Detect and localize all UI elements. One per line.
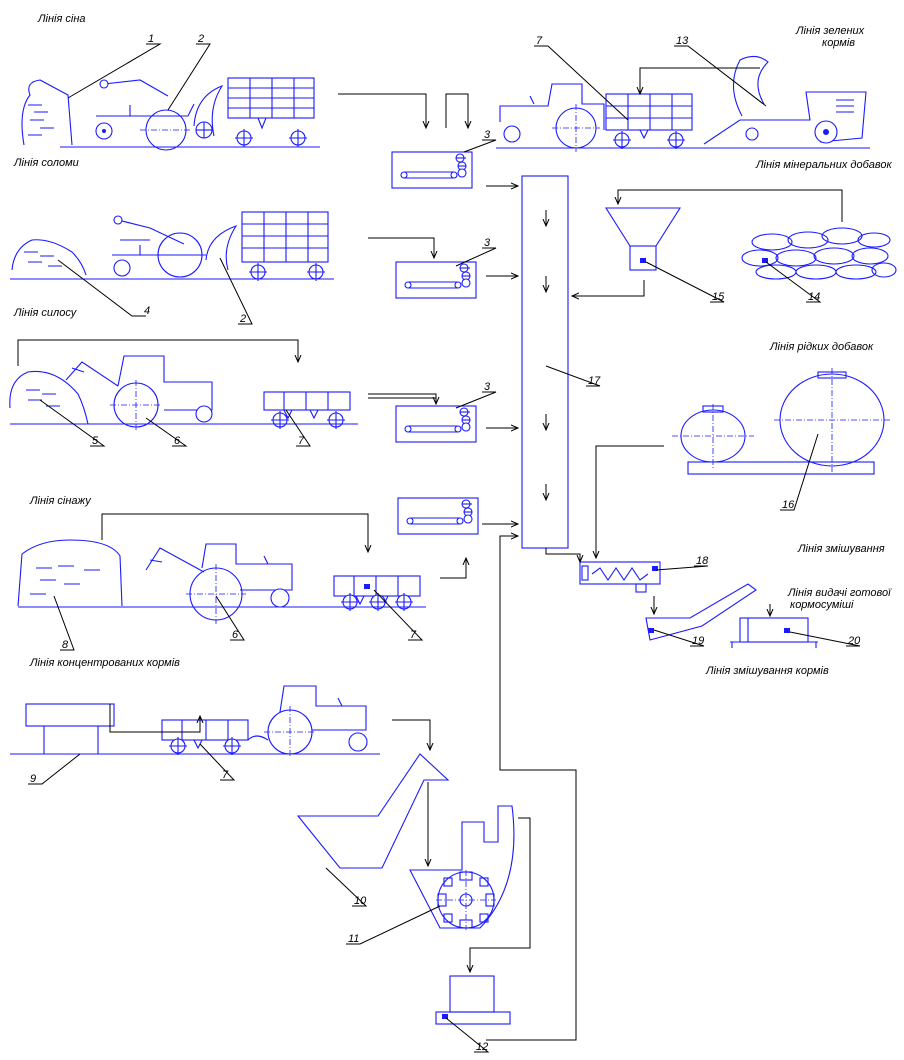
harvester-2: [112, 216, 236, 277]
conveyor-3a: [392, 152, 472, 188]
caption-straw: Лінія соломи: [13, 157, 79, 169]
label-9: 9: [30, 773, 36, 785]
forage-harvester-13: [704, 56, 866, 144]
label-4: 4: [144, 305, 150, 317]
trailer-7b: [606, 94, 692, 149]
label-11: 11: [348, 933, 359, 945]
label-14: 14: [808, 291, 820, 303]
label-8: 8: [62, 639, 69, 651]
label-12: 12: [476, 1041, 488, 1053]
label-20: 20: [847, 635, 861, 647]
haylage-stack-8: [18, 540, 122, 606]
caption-liquid: Лінія рідких добавок: [769, 341, 874, 353]
label-5: 5: [92, 435, 99, 447]
haylage-line: [18, 540, 426, 624]
loader-tractor-6: [66, 356, 212, 430]
silage-line: [10, 212, 334, 281]
caption-output-2: кормосуміші: [790, 599, 854, 611]
caption-output-1: Лінія видачі готової: [787, 587, 892, 599]
caption-green-2: кормів: [822, 37, 855, 49]
silage-pile-4: [12, 240, 86, 275]
label-19: 19: [692, 635, 704, 647]
baler-tractor-2: [96, 80, 222, 150]
label-7a: 7: [298, 435, 305, 447]
label-6b: 6: [232, 629, 239, 641]
label-17: 17: [588, 375, 601, 387]
label-3a: 3: [484, 129, 491, 141]
conveyor-3c: [396, 406, 476, 442]
caption-hay: Лінія сіна: [37, 13, 86, 25]
label-16: 16: [782, 499, 795, 511]
caption-mixing: Лінія змішування: [797, 543, 885, 555]
main-conveyor-17: [522, 176, 568, 548]
caption-feed-mixing: Лінія змішування кормів: [705, 665, 829, 677]
label-7d: 7: [222, 769, 229, 781]
crusher-11: [410, 806, 514, 930]
label-7b: 7: [536, 35, 543, 47]
silage-loader-line: [10, 356, 358, 430]
caption-mineral: Лінія мінеральних добавок: [755, 159, 893, 171]
leader-lines: [28, 44, 860, 1052]
mineral-hopper-15: [606, 208, 680, 270]
tractor-green: [500, 84, 604, 152]
trailer-silage: [242, 212, 328, 281]
label-2b: 2: [239, 313, 246, 325]
label-3b: 3: [484, 237, 491, 249]
mixer-18: [580, 562, 660, 592]
tractor-conc: [248, 686, 367, 758]
label-18: 18: [696, 555, 709, 567]
label-7c: 7: [410, 629, 417, 641]
caption-haylage: Лінія сінажу: [29, 495, 92, 507]
silage-trench-5: [10, 371, 88, 424]
label-3c: 3: [484, 381, 491, 393]
label-1: 1: [148, 33, 154, 45]
label-2a: 2: [197, 33, 204, 45]
flow-lines: [18, 68, 842, 1040]
bin-12: [436, 976, 510, 1024]
caption-concentrates: Лінія концентрованих кормів: [29, 657, 180, 669]
label-15: 15: [712, 291, 725, 303]
caption-green-1: Лінія зелених: [795, 25, 865, 37]
dispenser-20: [730, 618, 818, 648]
hay-stack-1: [22, 80, 72, 145]
label-6a: 6: [174, 435, 181, 447]
caption-silage: Лінія силосу: [13, 307, 78, 319]
label-10: 10: [354, 895, 367, 907]
green-feed-line: [496, 56, 870, 152]
label-13: 13: [676, 35, 689, 47]
conveyor-3d: [398, 498, 478, 534]
loader-tractor-6b: [146, 544, 292, 624]
concentrates-line: [10, 686, 380, 758]
hay-line: [22, 78, 320, 150]
trailer-hay: [228, 78, 314, 147]
liquid-tanks-16: [672, 368, 890, 474]
mineral-heap-14: [742, 228, 896, 279]
elevator-10: [298, 754, 448, 868]
captions: Лінія сіна Лінія соломи Лінія силосу Лін…: [13, 13, 893, 677]
conveyor-3b: [396, 262, 476, 298]
storage-bin-9: [26, 704, 114, 754]
